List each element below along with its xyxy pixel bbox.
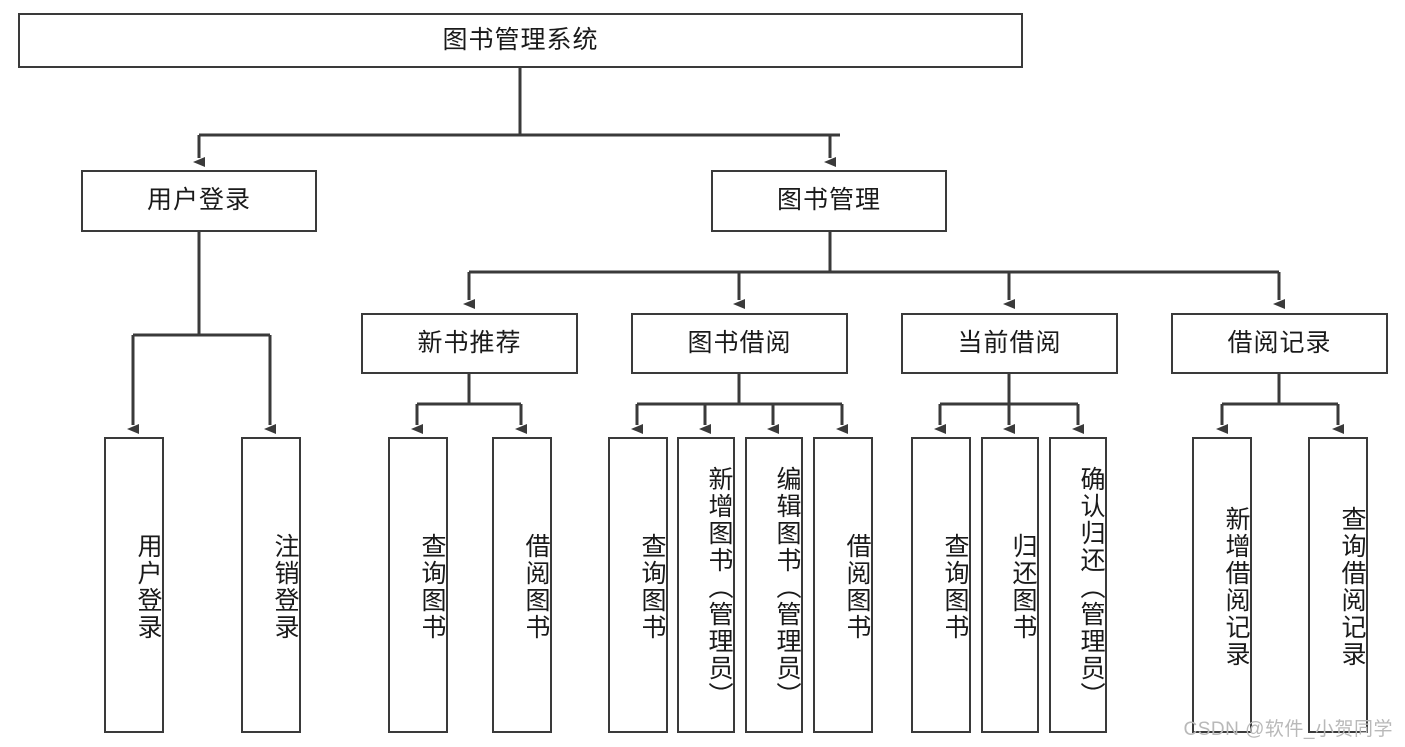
node-current-borrow-label: 当前借阅 bbox=[957, 328, 1062, 357]
node-borrow-record[interactable]: 借阅记录 bbox=[1171, 313, 1388, 374]
node-root-label: 图书管理系统 bbox=[442, 25, 599, 54]
node-leaf-query-book-1-label: 查询图书 bbox=[418, 533, 446, 641]
node-leaf-user-login[interactable]: 用户登录 bbox=[104, 437, 164, 733]
node-current-borrow[interactable]: 当前借阅 bbox=[901, 313, 1118, 374]
node-leaf-confirm-return-label: 确认归还（管理员） bbox=[1077, 465, 1105, 709]
node-leaf-query-record-label: 查询借阅记录 bbox=[1338, 506, 1366, 668]
node-leaf-return-book[interactable]: 归还图书 bbox=[981, 437, 1039, 733]
node-leaf-query-book-2[interactable]: 查询图书 bbox=[608, 437, 668, 733]
node-leaf-add-book[interactable]: 新增图书（管理员） bbox=[677, 437, 735, 733]
node-leaf-return-book-label: 归还图书 bbox=[1009, 533, 1037, 641]
node-leaf-query-book-3-label: 查询图书 bbox=[941, 533, 969, 641]
node-book-management-label: 图书管理 bbox=[776, 186, 881, 215]
node-book-borrow-label: 图书借阅 bbox=[687, 328, 792, 357]
node-leaf-query-record[interactable]: 查询借阅记录 bbox=[1308, 437, 1368, 733]
node-leaf-add-record[interactable]: 新增借阅记录 bbox=[1192, 437, 1252, 733]
node-leaf-logout-login[interactable]: 注销登录 bbox=[241, 437, 301, 733]
node-leaf-user-login-label: 用户登录 bbox=[134, 533, 162, 641]
node-leaf-borrow-book-1-label: 借阅图书 bbox=[522, 533, 550, 641]
node-leaf-add-book-label: 新增图书（管理员） bbox=[705, 465, 733, 709]
node-leaf-query-book-2-label: 查询图书 bbox=[638, 533, 666, 641]
node-borrow-record-label: 借阅记录 bbox=[1227, 328, 1332, 357]
node-root[interactable]: 图书管理系统 bbox=[18, 13, 1023, 68]
node-leaf-borrow-book-2[interactable]: 借阅图书 bbox=[813, 437, 873, 733]
node-user-login-label: 用户登录 bbox=[146, 186, 251, 215]
node-leaf-add-record-label: 新增借阅记录 bbox=[1222, 506, 1250, 668]
node-new-book-recommend-label: 新书推荐 bbox=[417, 328, 522, 357]
node-leaf-query-book-1[interactable]: 查询图书 bbox=[388, 437, 448, 733]
node-leaf-confirm-return[interactable]: 确认归还（管理员） bbox=[1049, 437, 1107, 733]
node-leaf-query-book-3[interactable]: 查询图书 bbox=[911, 437, 971, 733]
node-book-management[interactable]: 图书管理 bbox=[711, 170, 947, 232]
node-user-login[interactable]: 用户登录 bbox=[81, 170, 317, 232]
node-leaf-edit-book-label: 编辑图书（管理员） bbox=[773, 465, 801, 709]
node-leaf-borrow-book-2-label: 借阅图书 bbox=[843, 533, 871, 641]
node-leaf-logout-login-label: 注销登录 bbox=[271, 533, 299, 641]
node-leaf-borrow-book-1[interactable]: 借阅图书 bbox=[492, 437, 552, 733]
node-new-book-recommend[interactable]: 新书推荐 bbox=[361, 313, 578, 374]
node-leaf-edit-book[interactable]: 编辑图书（管理员） bbox=[745, 437, 803, 733]
node-book-borrow[interactable]: 图书借阅 bbox=[631, 313, 848, 374]
